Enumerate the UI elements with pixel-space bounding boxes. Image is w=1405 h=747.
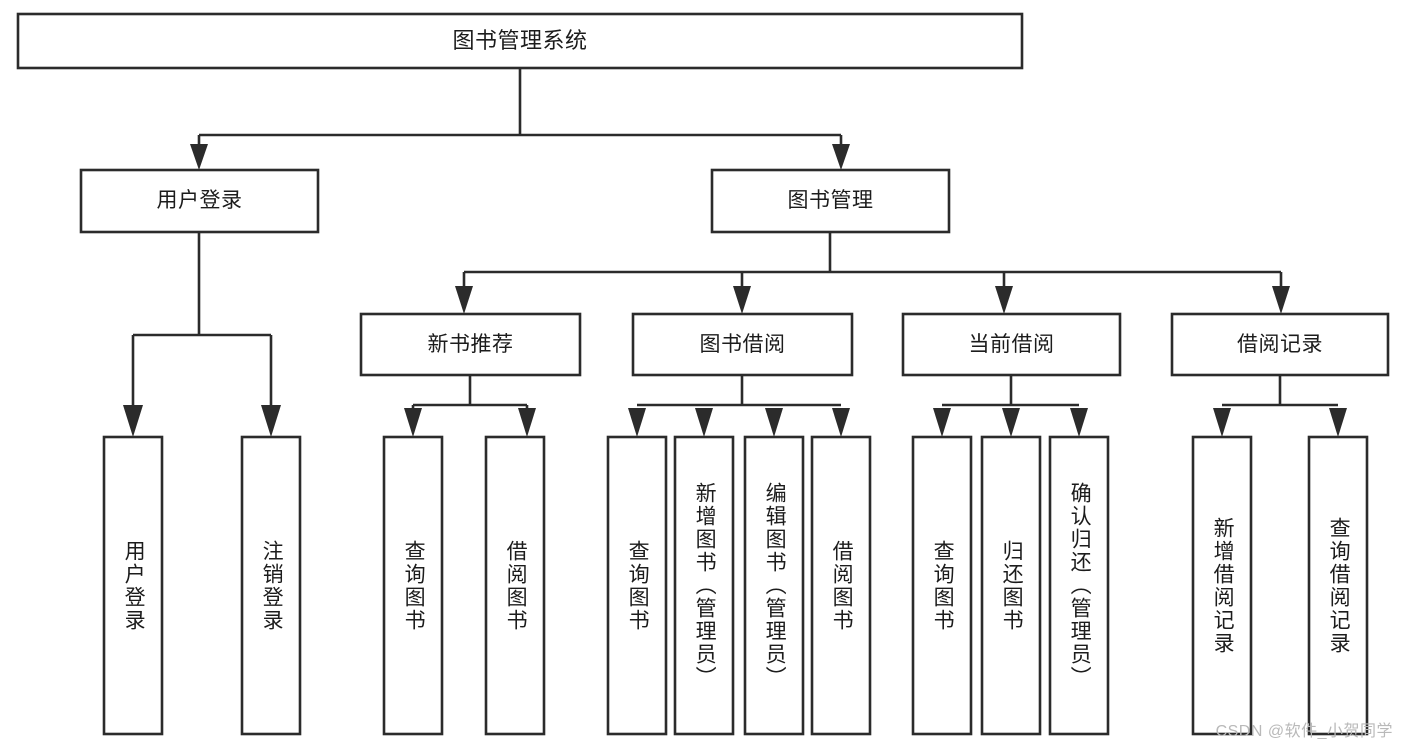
arrow-head-icon	[695, 408, 713, 437]
arrow-head-icon	[765, 408, 783, 437]
arrow-head-icon	[1272, 286, 1290, 314]
node-box-borrow[interactable]	[631, 312, 854, 377]
connector-current-to-leaves	[933, 375, 1088, 437]
connector-borrow-to-leaves	[628, 375, 850, 437]
connector-newbook-to-leaves	[404, 375, 536, 437]
arrow-head-icon	[1070, 408, 1088, 437]
node-box-leaf10[interactable]	[980, 435, 1042, 736]
node-box-leaf11[interactable]	[1048, 435, 1110, 736]
arrow-head-icon	[933, 408, 951, 437]
arrow-head-icon	[832, 408, 850, 437]
arrow-head-icon	[404, 408, 422, 437]
arrow-head-icon	[123, 405, 143, 437]
node-box-current[interactable]	[901, 312, 1122, 377]
node-box-leaf12[interactable]	[1191, 435, 1253, 736]
arrow-head-icon	[832, 144, 850, 170]
arrow-head-icon	[518, 408, 536, 437]
node-box-leaf13[interactable]	[1307, 435, 1369, 736]
node-box-leaf8[interactable]	[810, 435, 872, 736]
node-box-leaf6[interactable]	[673, 435, 735, 736]
arrow-head-icon	[733, 286, 751, 314]
node-box-root[interactable]	[16, 12, 1024, 70]
node-box-leaf2[interactable]	[240, 435, 302, 736]
arrow-head-icon	[628, 408, 646, 437]
connector-login-to-leaves	[123, 232, 281, 437]
arrow-head-icon	[190, 144, 208, 170]
arrow-head-icon	[1329, 408, 1347, 437]
node-box-bookmgmt[interactable]	[710, 168, 951, 234]
connector-bookmgmt-to-level3	[455, 232, 1290, 314]
arrow-head-icon	[455, 286, 473, 314]
node-box-records[interactable]	[1170, 312, 1390, 377]
node-box-leaf7[interactable]	[743, 435, 805, 736]
arrow-head-icon	[261, 405, 281, 437]
connector-records-to-leaves	[1213, 375, 1347, 437]
node-box-leaf4[interactable]	[484, 435, 546, 736]
arrow-head-icon	[1002, 408, 1020, 437]
node-box-leaf9[interactable]	[911, 435, 973, 736]
node-box-leaf3[interactable]	[382, 435, 444, 736]
node-box-leaf1[interactable]	[102, 435, 164, 736]
node-box-login[interactable]	[79, 168, 320, 234]
arrow-head-icon	[1213, 408, 1231, 437]
node-box-newbook[interactable]	[359, 312, 582, 377]
node-box-leaf5[interactable]	[606, 435, 668, 736]
connector-root-to-level2	[190, 68, 850, 170]
arrow-head-icon	[995, 286, 1013, 314]
